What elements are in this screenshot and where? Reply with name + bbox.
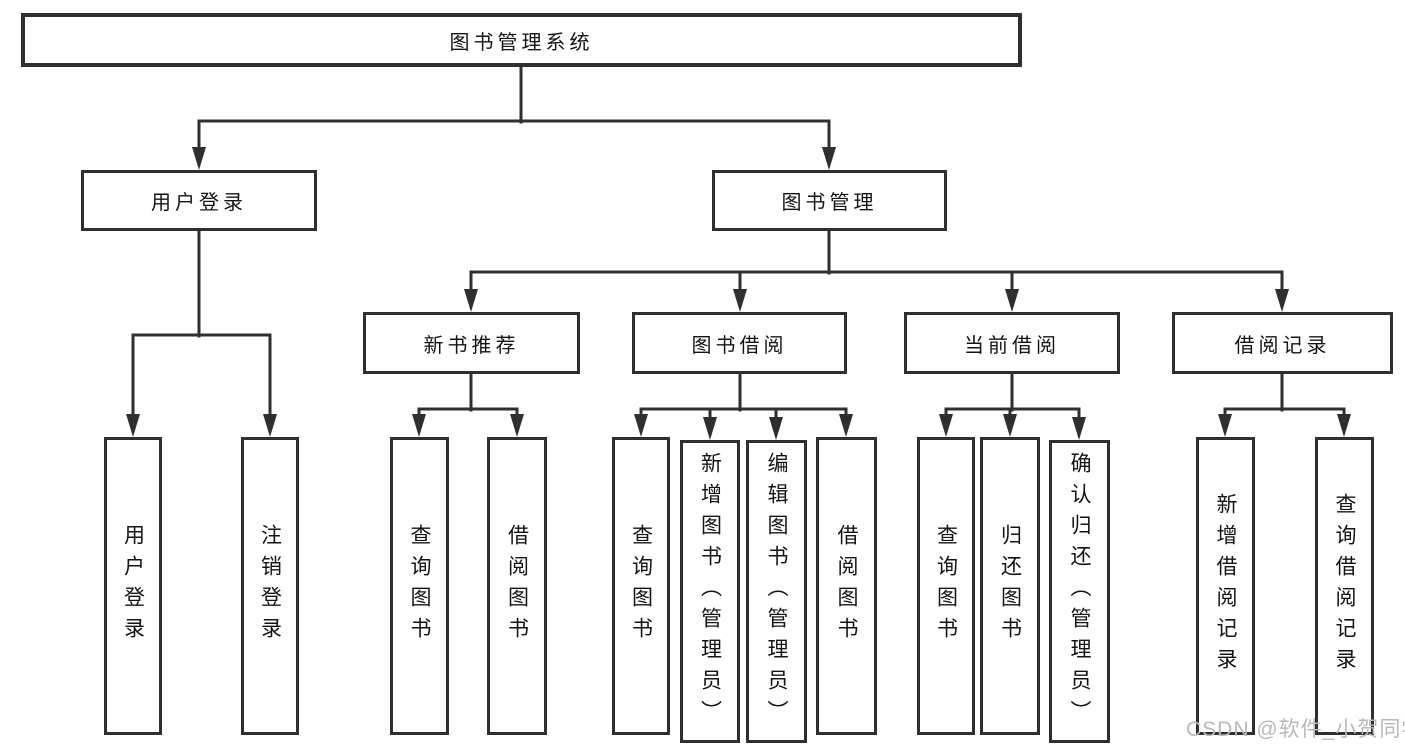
node-label: 图书借阅 bbox=[691, 334, 788, 357]
leaf-label: 查询借阅记录 bbox=[1333, 493, 1356, 679]
leaf-logout: 注销登录 bbox=[241, 437, 299, 735]
leaf-label: 确认归还（管理员） bbox=[1068, 452, 1091, 731]
leaf-label: 查询图书 bbox=[408, 524, 431, 648]
csdn-watermark: CSDN @软件_小贺同学 bbox=[1186, 718, 1405, 741]
leaf-query-books-current: 查询图书 bbox=[917, 437, 975, 735]
leaf-label: 注销登录 bbox=[258, 524, 282, 648]
leaf-label: 编辑图书（管理员） bbox=[765, 452, 788, 731]
leaf-label: 查询图书 bbox=[629, 524, 653, 648]
node-current-borrowing: 当前借阅 bbox=[904, 312, 1120, 374]
leaf-confirm-return-admin: 确认归还（管理员） bbox=[1049, 440, 1110, 743]
leaf-label: 借阅图书 bbox=[505, 524, 529, 648]
leaf-add-borrow-record: 新增借阅记录 bbox=[1196, 437, 1255, 735]
leaf-user-login: 用户登录 bbox=[104, 437, 162, 735]
leaf-label: 用户登录 bbox=[121, 524, 145, 648]
node-library-management-system: 图书管理系统 bbox=[21, 13, 1022, 67]
leaf-label: 新增图书（管理员） bbox=[698, 452, 722, 731]
node-user-login: 用户登录 bbox=[81, 170, 317, 231]
node-borrowing-records: 借阅记录 bbox=[1172, 312, 1393, 374]
node-label: 新书推荐 bbox=[423, 334, 520, 357]
leaf-return-books: 归还图书 bbox=[980, 437, 1040, 735]
node-book-borrowing: 图书借阅 bbox=[632, 312, 847, 374]
leaf-label: 归还图书 bbox=[998, 524, 1022, 648]
leaf-label: 新增借阅记录 bbox=[1214, 493, 1237, 679]
node-label: 当前借阅 bbox=[964, 334, 1060, 357]
leaf-query-books-borrowing: 查询图书 bbox=[612, 437, 670, 735]
node-label: 借阅记录 bbox=[1234, 334, 1331, 357]
leaf-add-books-admin: 新增图书（管理员） bbox=[680, 440, 740, 743]
leaf-query-books-recommend: 查询图书 bbox=[390, 437, 449, 735]
leaf-query-borrow-record: 查询借阅记录 bbox=[1315, 437, 1374, 735]
node-book-management: 图书管理 bbox=[712, 170, 947, 231]
node-label: 图书管理 bbox=[781, 192, 878, 214]
node-label: 用户登录 bbox=[151, 192, 247, 214]
leaf-edit-books-admin: 编辑图书（管理员） bbox=[746, 440, 807, 743]
leaf-borrow-books-borrowing: 借阅图书 bbox=[816, 437, 877, 735]
leaf-label: 借阅图书 bbox=[835, 524, 858, 648]
node-new-book-recommendation: 新书推荐 bbox=[363, 312, 580, 374]
leaf-borrow-books-recommend: 借阅图书 bbox=[487, 437, 547, 735]
leaf-label: 查询图书 bbox=[934, 524, 958, 648]
node-label: 图书管理系统 bbox=[449, 31, 594, 54]
